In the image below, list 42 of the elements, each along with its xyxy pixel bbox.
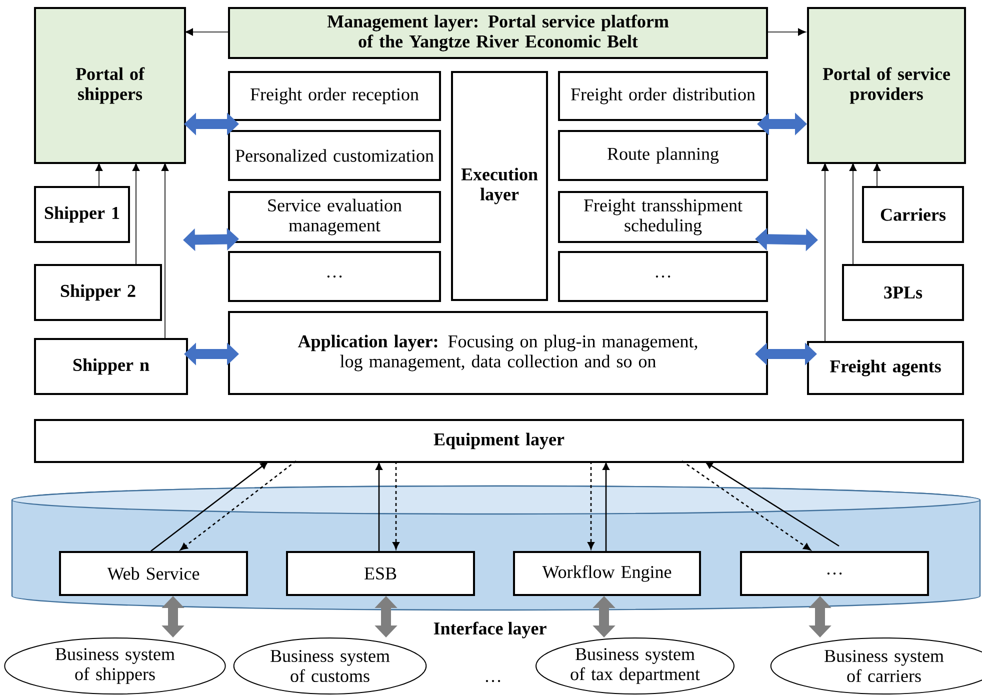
portal-box: Portal of service providers: [807, 7, 966, 164]
portal-box: Portal of shippers: [34, 7, 186, 164]
process-box: Personalized customization: [228, 130, 441, 181]
process-box: Equipment layer: [34, 419, 964, 463]
process-box: ESB: [286, 551, 475, 596]
arrow: [766, 28, 806, 36]
arrow: [849, 163, 857, 264]
process-box: Shipper 2: [34, 264, 162, 321]
arrow: [682, 460, 811, 550]
process-box: Web Service: [59, 551, 248, 596]
process-box: Execution layer: [451, 71, 548, 301]
process-box: …: [740, 551, 929, 596]
arrow: [180, 460, 296, 550]
process-box: Freight agents: [807, 341, 964, 395]
arrow: [150, 462, 268, 552]
ellipsis-label: …: [486, 680, 500, 682]
process-box: Shipper 1: [34, 186, 130, 243]
process-box: Route planning: [558, 130, 768, 181]
arrow: [376, 462, 382, 551]
arrow: [185, 28, 228, 36]
process-box: …: [228, 251, 441, 302]
arrow: [705, 462, 840, 547]
arrow: [161, 163, 169, 338]
arrow: [588, 461, 594, 550]
process-box: Application layer: Focusing on plug-in management, log management, data collection and so on: [228, 311, 768, 395]
process-box: 3PLs: [842, 264, 964, 321]
process-box: Carriers: [862, 186, 964, 243]
process-box: Freight order distribution: [558, 71, 768, 121]
process-box: …: [558, 251, 768, 302]
process-box: Freight transshipment scheduling: [558, 191, 768, 243]
process-box: Shipper n: [34, 338, 188, 395]
arrow: [95, 163, 103, 186]
arrow: [873, 163, 881, 186]
process-box: Workflow Engine: [513, 551, 701, 596]
layer-label: Interface layer: [434, 622, 546, 638]
process-box: Freight order reception: [228, 71, 441, 121]
arrow: [602, 462, 610, 551]
arrow: [821, 163, 829, 342]
arrow: [392, 461, 400, 550]
portal-box: Management layer: Portal service platform of the Yangtze River Economic Belt: [228, 7, 768, 59]
arrow: [132, 163, 140, 264]
process-box: Service evaluation management: [228, 191, 441, 243]
